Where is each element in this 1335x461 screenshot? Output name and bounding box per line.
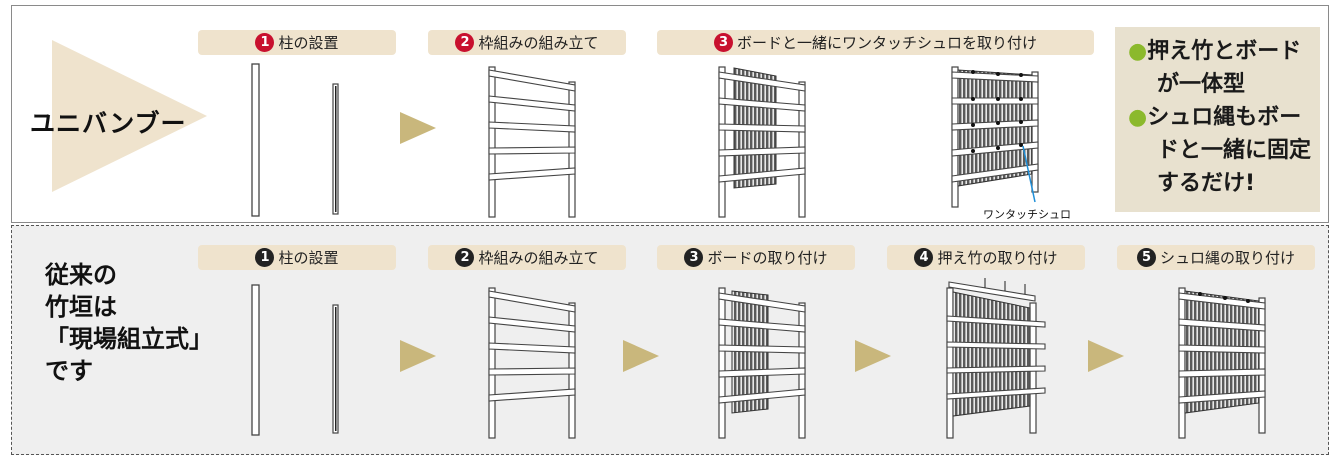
uni-step-3: 3 ボードと一緒にワンタッチシュロを取り付け [657, 30, 1094, 55]
note-text: シュロ縄もボー [1147, 105, 1302, 130]
step-label: 柱の設置 [278, 34, 339, 52]
note-item-1-cont: が一体型 [1157, 72, 1246, 97]
conventional-label-line: 従来の [45, 261, 117, 289]
conv-step-2: 2 枠組みの組み立て [428, 245, 626, 270]
conventional-finished-figure [1178, 287, 1266, 439]
one-touch-shuro-callout: ワンタッチシュロ [983, 208, 1071, 221]
frame-figure [488, 66, 576, 218]
step-number-badge: 2 [455, 33, 475, 52]
step-label: ボードと一緒にワンタッチシュロを取り付け [736, 34, 1037, 52]
step-number-badge: 1 [255, 33, 275, 52]
unibamboo-label: ユニバンブー [30, 109, 187, 138]
step-number-badge: 4 [914, 248, 934, 267]
step-arrow [400, 340, 436, 372]
bullet-icon: ● [1128, 105, 1148, 130]
posts-figure [251, 63, 339, 217]
step-label: 枠組みの組み立て [478, 249, 599, 267]
step-number-badge: 2 [455, 248, 475, 267]
step-number-badge: 3 [713, 33, 733, 52]
note-item-2-cont: ドと一緒に固定 [1157, 138, 1312, 163]
conv-step-4: 4 押え竹の取り付け [887, 245, 1085, 270]
board-install-figure [718, 66, 806, 218]
bullet-icon: ● [1128, 39, 1148, 64]
note-item-1: ●押え竹とボード [1128, 35, 1301, 68]
step-arrow [855, 340, 891, 372]
conventional-label-line: 竹垣は [45, 293, 117, 321]
frame-figure [488, 287, 576, 439]
step-label: シュロ縄の取り付け [1159, 249, 1295, 267]
step-number-badge: 5 [1136, 248, 1156, 267]
posts-figure [251, 284, 339, 436]
conventional-label-line: です [45, 357, 93, 385]
step-arrow [1088, 340, 1124, 372]
press-bamboo-figure [946, 278, 1046, 439]
step-number-badge: 3 [684, 248, 704, 267]
uni-step-2: 2 枠組みの組み立て [428, 30, 626, 55]
conv-step-3: 3 ボードの取り付け [657, 245, 855, 270]
step-label: 枠組みの組み立て [478, 34, 599, 52]
conv-step-1: 1 柱の設置 [198, 245, 396, 270]
note-item-2-cont2: するだけ! [1157, 171, 1256, 196]
conv-step-5: 5 シュロ縄の取り付け [1117, 245, 1315, 270]
step-arrow [623, 340, 659, 372]
feature-note-box [1115, 27, 1320, 212]
unibamboo-finished-figure [951, 66, 1039, 208]
note-item-2: ●シュロ縄もボー [1128, 101, 1301, 134]
conventional-label: 従来の 竹垣は 「現場組立式」 です [45, 259, 213, 387]
step-number-badge: 1 [255, 248, 275, 267]
step-arrow [400, 112, 436, 144]
conventional-label-line: 「現場組立式」 [45, 325, 213, 353]
step-label: ボードの取り付け [707, 249, 828, 267]
step-label: 押え竹の取り付け [937, 249, 1058, 267]
note-text: 押え竹とボード [1147, 39, 1302, 64]
board-attach-figure [718, 287, 806, 439]
step-label: 柱の設置 [278, 249, 339, 267]
big-triangle-decoration [52, 40, 207, 192]
uni-step-1: 1 柱の設置 [198, 30, 396, 55]
